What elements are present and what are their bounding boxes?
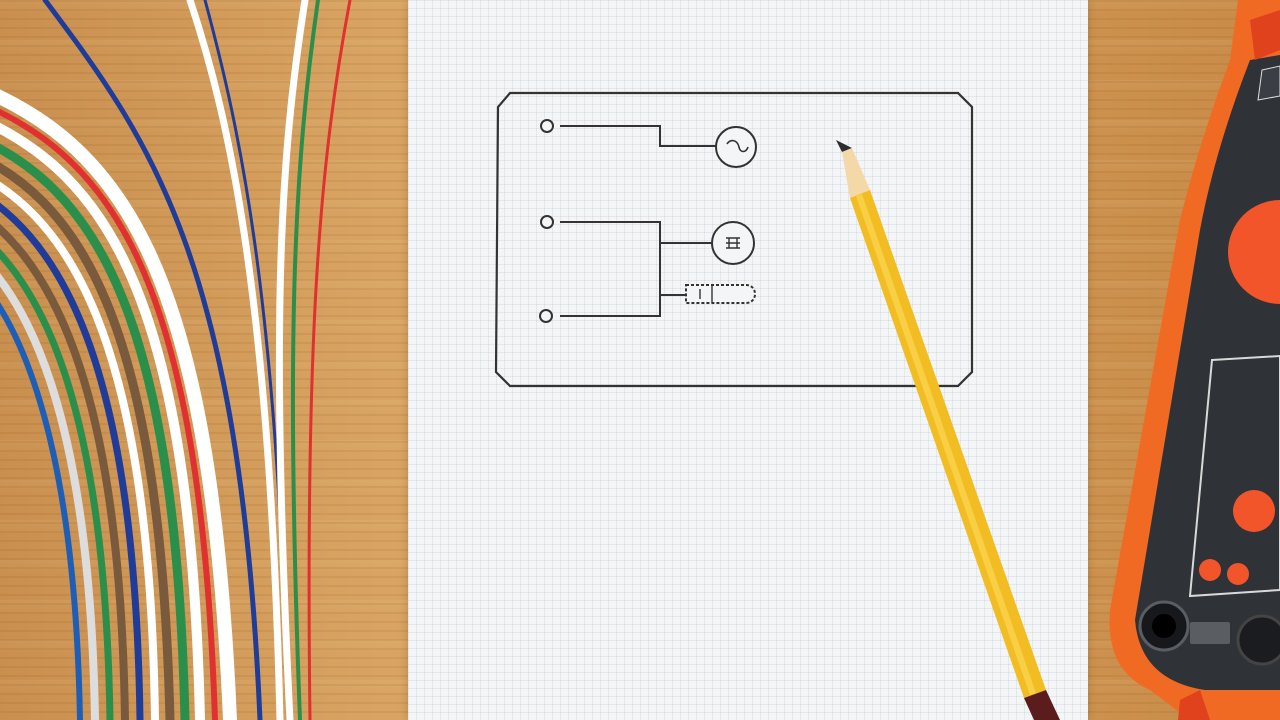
red-indicator-2 [1227,563,1249,585]
dial-knob [1236,614,1280,666]
terminal-1 [540,119,554,133]
circuit-frame [494,91,974,388]
component-1-icon [715,126,757,168]
wire-bundle [0,0,352,720]
terminal-3 [539,309,553,323]
terminal-2 [540,215,554,229]
circuit-sketch [494,91,974,388]
graph-paper [408,0,1088,720]
red-indicator-1 [1199,559,1221,581]
rotary-knob [1228,200,1280,304]
multimeter [1109,0,1280,720]
fuse-icon [685,284,756,304]
red-button [1233,490,1275,532]
pencil [836,140,1060,720]
